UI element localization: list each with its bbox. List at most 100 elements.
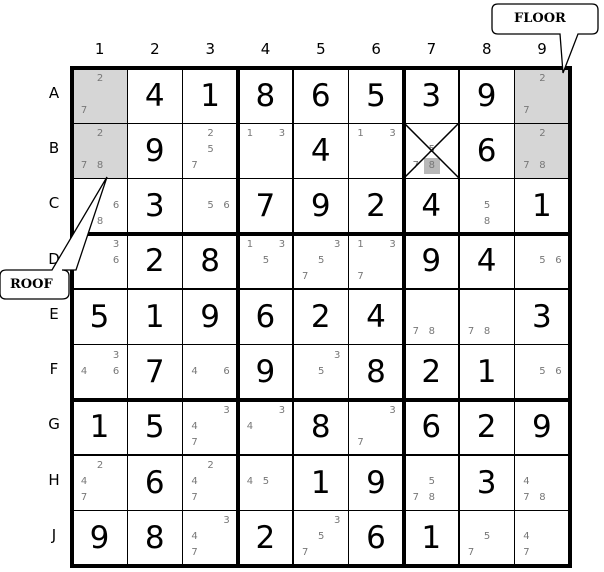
sudoku-cell[interactable]: 3 [127,179,182,234]
sudoku-cell[interactable]: 5 [72,289,127,344]
candidate: 6 [223,365,230,377]
sudoku-cell[interactable]: 1 [183,68,238,123]
sudoku-cell[interactable]: 9 [127,123,182,178]
sudoku-cell[interactable]: 8 [293,400,348,455]
cell-value: 6 [366,519,386,556]
cell-value: 1 [200,77,220,114]
sudoku-cell[interactable]: 7 [127,345,182,400]
sudoku-cell[interactable]: 6 [293,68,348,123]
sudoku-cell[interactable]: 6 [127,455,182,510]
candidate: 4 [191,476,198,488]
sudoku-cell[interactable]: 6 [238,289,293,344]
candidate: 4 [523,476,530,488]
sudoku-cell[interactable]: 9 [293,179,348,234]
sudoku-cell[interactable]: 4 [404,179,459,234]
sudoku-cell[interactable]: 1 [459,345,514,400]
sudoku-cell[interactable]: 9 [404,234,459,289]
sudoku-cell[interactable]: 8 [238,68,293,123]
sudoku-cell[interactable]: 9 [459,68,514,123]
cell-value: 2 [476,409,497,446]
sudoku-cell[interactable]: 2 [127,234,182,289]
sudoku-cell[interactable]: 2 [349,179,404,234]
sudoku-cell[interactable]: 3 [514,289,569,344]
row-label: H [48,470,60,489]
candidate: 3 [278,404,286,416]
sudoku-cell[interactable]: 9 [72,510,127,565]
sudoku-cell[interactable]: 7 [238,179,293,234]
sudoku-cell[interactable]: 4 [293,123,348,178]
sudoku-cell[interactable]: 6 [459,123,514,178]
sudoku-cell[interactable]: 9 [238,345,293,400]
column-label: 4 [260,40,271,58]
sudoku-cell[interactable]: 1 [127,289,182,344]
sudoku-cell[interactable]: 578 [403,123,459,179]
candidate: 2 [539,73,546,84]
sudoku-cell[interactable]: 1 [293,455,348,510]
grid-line [70,509,572,512]
sudoku-cell[interactable]: 2 [293,289,348,344]
sudoku-cell[interactable]: 9 [183,289,238,344]
sudoku-cell[interactable]: 8 [183,234,238,289]
candidate: 5 [318,254,325,266]
cell-value: 4 [476,243,497,280]
sudoku-cell[interactable]: 8 [349,345,404,400]
candidate: 4 [191,531,198,543]
sudoku-cell[interactable]: 3 [404,68,459,123]
candidate: 1 [357,128,364,140]
sudoku-cell[interactable]: 4 [459,234,514,289]
sudoku-cell[interactable]: 1 [72,400,127,455]
candidate: 7 [80,492,88,504]
candidate: 4 [523,531,530,543]
sudoku-cell[interactable]: 1 [514,179,569,234]
sudoku-cell[interactable]: 2 [459,400,514,455]
sudoku-cell[interactable]: 3 [459,455,514,510]
sudoku-cell[interactable]: 5 [349,68,404,123]
sudoku-cell[interactable]: 2 [238,510,293,565]
sudoku-cell[interactable]: 9 [349,455,404,510]
sudoku-cell[interactable]: 5 [127,400,182,455]
candidate: 1 [357,238,364,250]
sudoku-cell[interactable]: 4 [349,289,404,344]
sudoku-cell[interactable]: 2 [404,345,459,400]
sudoku-cell[interactable]: 1 [404,510,459,565]
candidate: 7 [467,326,475,338]
sudoku-cell[interactable]: 6 [404,400,459,455]
sudoku-cell[interactable]: 4 [127,68,182,123]
sudoku-cell[interactable]: 6 [349,510,404,565]
sudoku-cell[interactable]: 8 [127,510,182,565]
sudoku-cell[interactable]: 9 [514,400,569,455]
